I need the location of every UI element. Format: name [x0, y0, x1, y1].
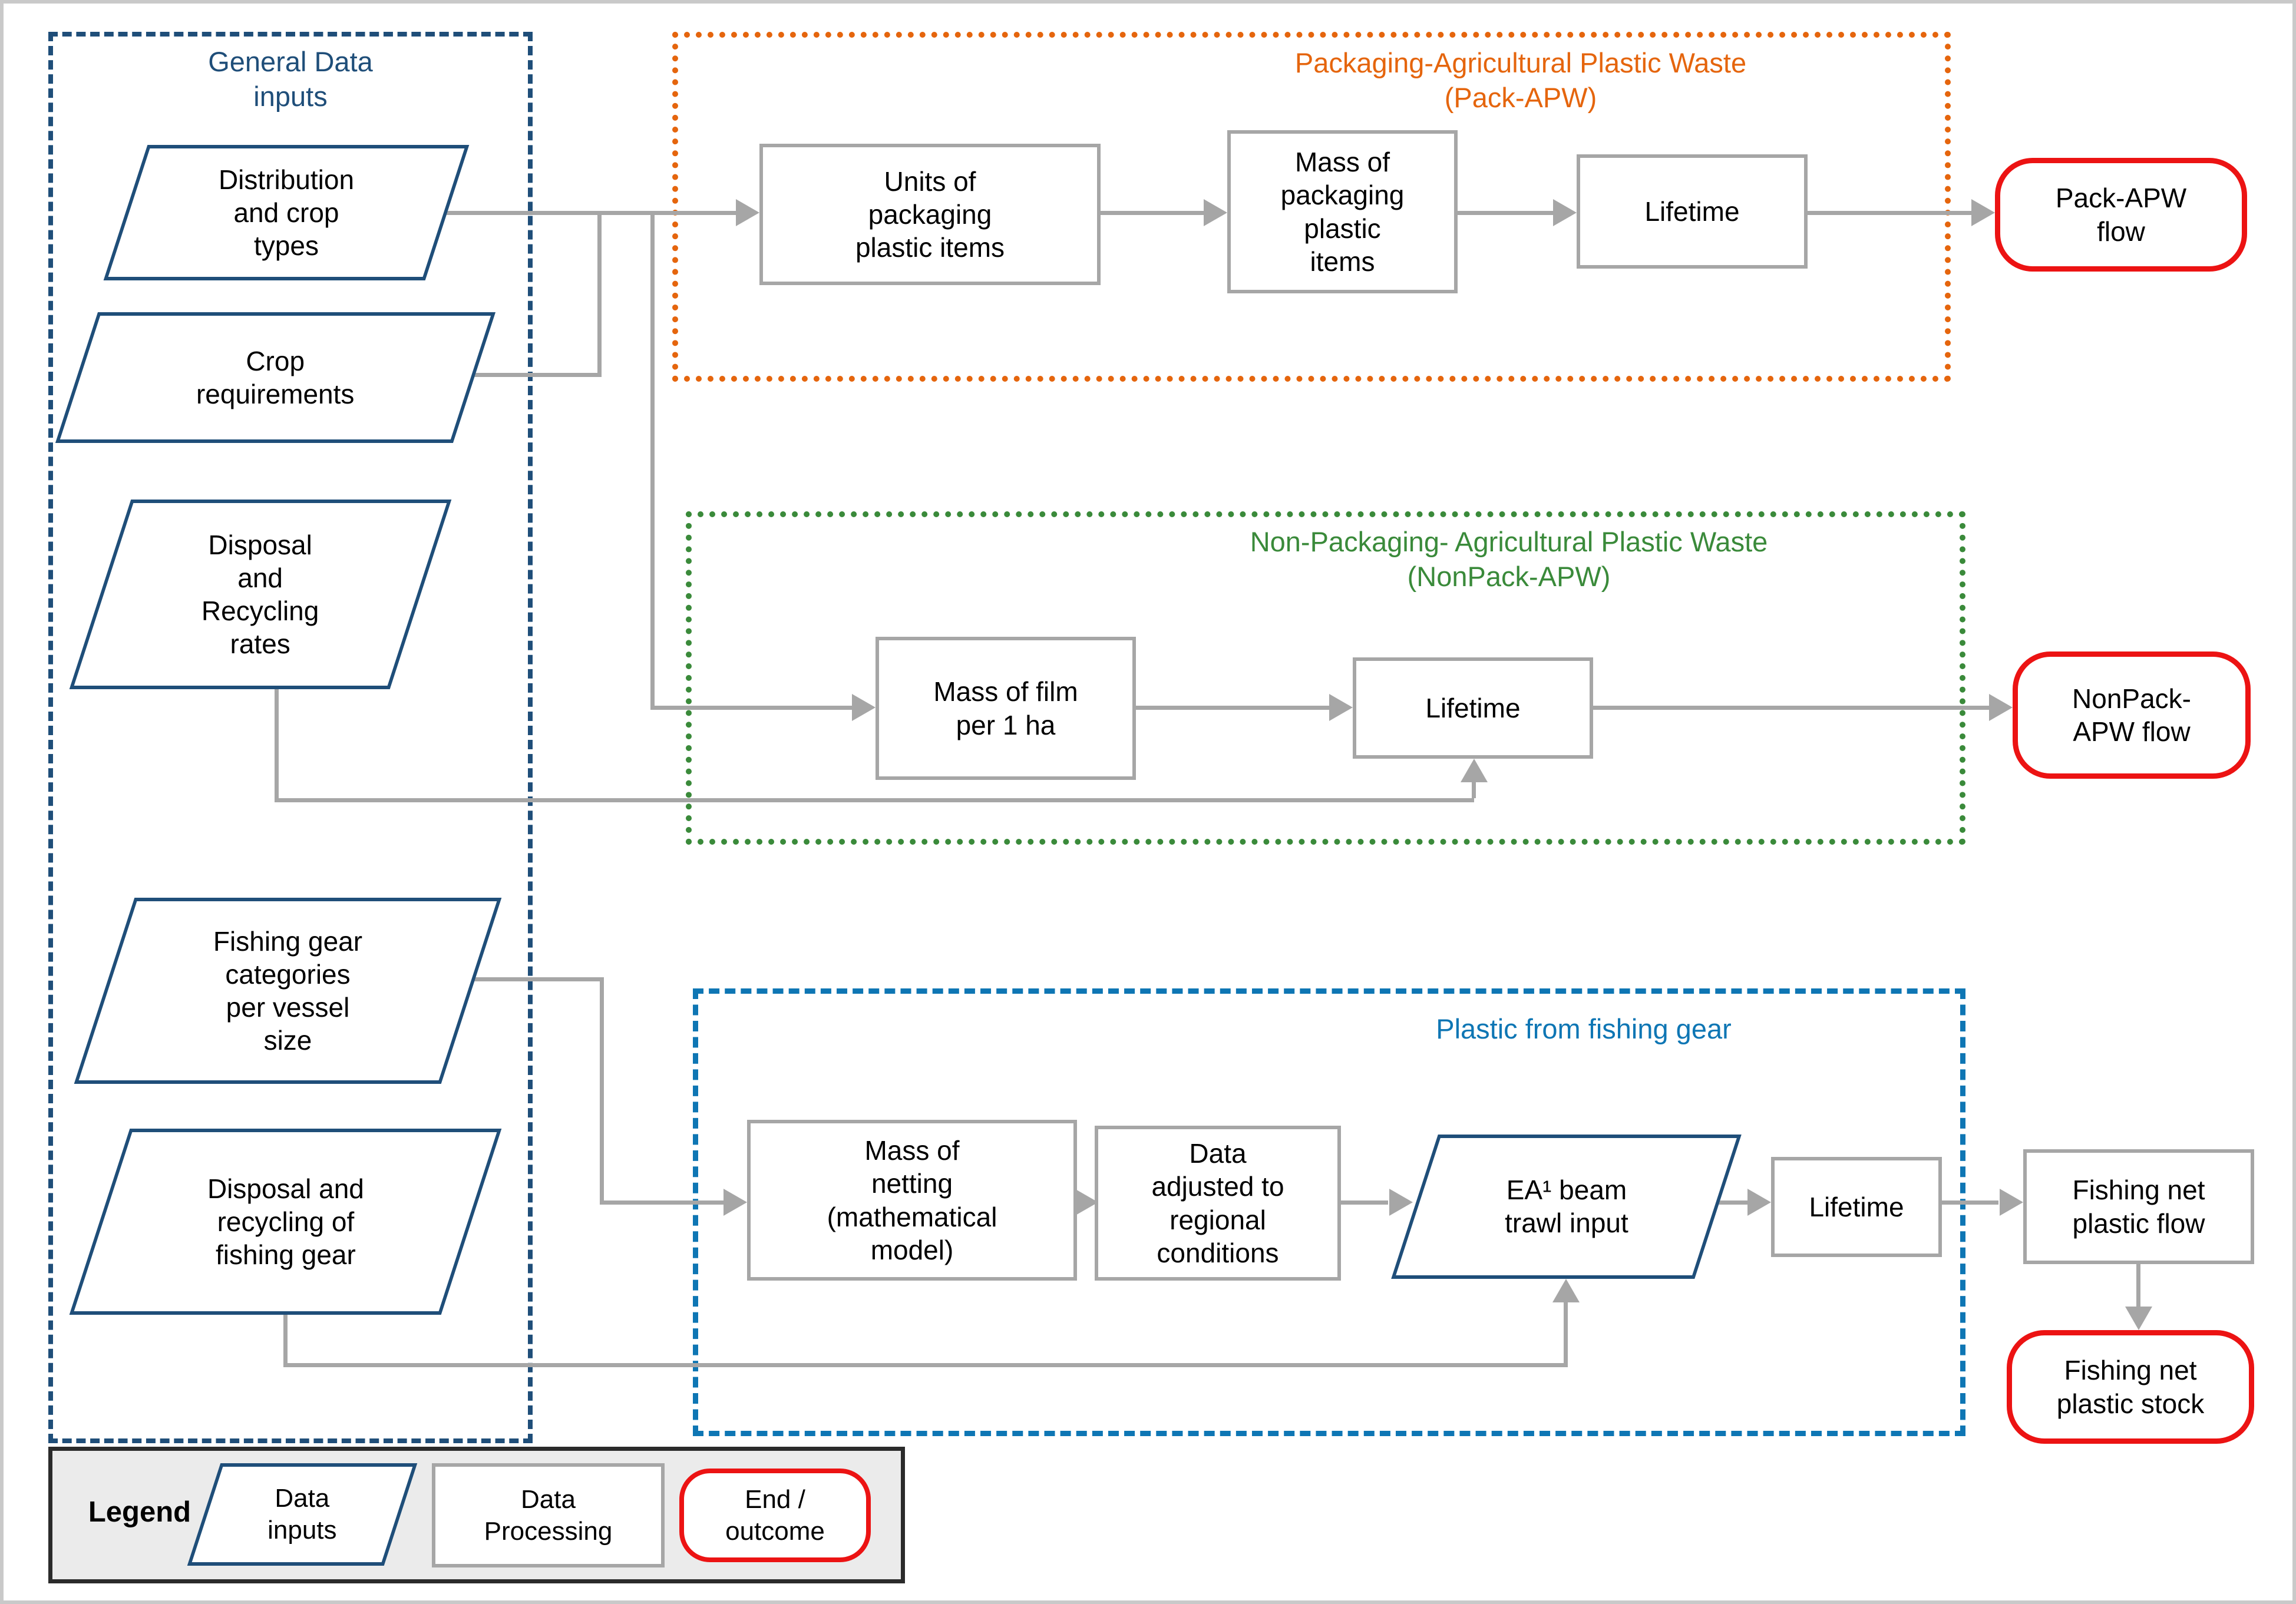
flow-arrow: [1075, 1189, 1098, 1216]
flow-line: [1136, 706, 1332, 710]
pack-apw-title: Packaging-Agricultural Plastic Waste (Pa…: [1294, 47, 1747, 113]
process-label: Lifetime: [1809, 1191, 1904, 1222]
flow-arrow: [1204, 199, 1227, 226]
outcome-label: Pack-APW flow: [2055, 183, 2187, 247]
flow-line: [275, 689, 279, 802]
flow-line: [1942, 1200, 1998, 1205]
flow-line: [1101, 211, 1206, 215]
flow-line: [472, 373, 600, 377]
fishing-gear-title: Plastic from fishing gear: [1436, 1013, 1732, 1044]
input-distribution-crop-types: Distribution and crop types: [103, 145, 470, 280]
legend-heading: Legend: [88, 1496, 191, 1528]
process-label: Data adjusted to regional conditions: [1151, 1138, 1284, 1268]
process-label: Mass of netting (mathematical model): [827, 1135, 997, 1265]
flow-line: [275, 798, 1474, 802]
outcome-fishing-net-plastic-stock: Fishing net plastic stock: [2007, 1330, 2254, 1444]
process-mass-of-packaging: Mass of packaging plastic items: [1227, 130, 1458, 293]
process-label: Lifetime: [1425, 692, 1521, 723]
legend-label: End / outcome: [725, 1484, 825, 1546]
process-label: Units of packaging plastic items: [855, 166, 1005, 263]
group-pack-apw: [672, 32, 1951, 382]
flow-line: [1458, 211, 1555, 215]
outcome-pack-apw-flow: Pack-APW flow: [1995, 158, 2247, 272]
process-mass-of-film: Mass of film per 1 ha: [876, 637, 1136, 780]
group-general-data-inputs: [48, 32, 533, 1443]
flow-arrow: [1971, 199, 1995, 226]
flow-line: [2136, 1264, 2140, 1308]
flow-arrow: [1389, 1189, 1413, 1216]
flow-line: [1564, 1302, 1568, 1367]
input-crop-requirements: Crop requirements: [55, 312, 496, 443]
process-units-of-packaging: Units of packaging plastic items: [759, 144, 1101, 285]
process-lifetime-nonpack: Lifetime: [1353, 657, 1593, 759]
flow-line: [445, 211, 737, 215]
input-label: Disposal and recycling of fishing gear: [207, 1173, 364, 1271]
flow-line: [283, 1363, 1568, 1367]
process-label: Fishing net plastic flow: [2072, 1175, 2205, 1239]
flow-line: [283, 1315, 288, 1367]
process-data-adjusted: Data adjusted to regional conditions: [1095, 1126, 1341, 1281]
legend-label: Data Processing: [484, 1484, 613, 1546]
input-disposal-recycling-fishing-gear: Disposal and recycling of fishing gear: [69, 1129, 502, 1315]
input-label: EA¹ beam trawl input: [1504, 1175, 1628, 1239]
input-fishing-gear-categories: Fishing gear categories per vessel size: [74, 898, 502, 1084]
flow-arrow: [1461, 759, 1488, 782]
process-mass-of-netting: Mass of netting (mathematical model): [747, 1120, 1077, 1281]
group-nonpack-apw: [686, 511, 1965, 845]
legend-data-inputs: Data inputs: [187, 1463, 418, 1566]
flow-line: [650, 706, 854, 710]
flow-arrow: [2125, 1307, 2152, 1330]
flow-line: [1593, 706, 1989, 710]
process-lifetime-fishing: Lifetime: [1771, 1157, 1942, 1257]
flow-arrow: [852, 694, 876, 721]
process-label: Lifetime: [1644, 196, 1740, 227]
legend-end-outcome: End / outcome: [679, 1469, 871, 1562]
process-label: Mass of packaging plastic items: [1280, 147, 1405, 277]
legend-label: Data inputs: [267, 1484, 337, 1545]
nonpack-apw-title: Non-Packaging- Agricultural Plastic Wast…: [1250, 526, 1768, 592]
input-label: Distribution and crop types: [218, 164, 355, 262]
outcome-label: NonPack- APW flow: [2072, 683, 2191, 747]
flow-line: [597, 213, 602, 377]
process-label: Mass of film per 1 ha: [933, 676, 1078, 740]
process-lifetime-pack: Lifetime: [1577, 154, 1808, 269]
outcome-label: Fishing net plastic stock: [2056, 1355, 2205, 1419]
flow-line: [1718, 1200, 1749, 1205]
general-data-inputs-title: General Data inputs: [208, 46, 373, 112]
process-fishing-net-plastic-flow: Fishing net plastic flow: [2023, 1149, 2254, 1264]
legend-data-processing: Data Processing: [432, 1463, 665, 1567]
flow-line: [469, 977, 604, 981]
flow-line: [650, 213, 655, 710]
input-label: Disposal and Recycling rates: [201, 529, 319, 660]
input-label: Fishing gear categories per vessel size: [213, 925, 363, 1056]
group-fishing-gear: [693, 988, 1965, 1436]
flow-arrow: [724, 1189, 747, 1216]
outcome-nonpack-apw-flow: NonPack- APW flow: [2013, 651, 2251, 779]
flow-line: [1808, 211, 1974, 215]
flow-line: [1472, 780, 1476, 798]
flow-arrow: [1329, 694, 1353, 721]
legend: Legend Data inputs Data Processing End /…: [48, 1447, 905, 1583]
flow-arrow: [1747, 1189, 1771, 1216]
input-label: Crop requirements: [196, 345, 355, 409]
input-ea-beam-trawl: EA¹ beam trawl input: [1391, 1135, 1742, 1279]
flow-arrow: [1553, 199, 1577, 226]
flow-arrow: [1552, 1279, 1580, 1302]
flow-line: [600, 977, 604, 1205]
flow-arrow: [1989, 694, 2013, 721]
flow-line: [600, 1200, 725, 1205]
flow-line: [1341, 1200, 1388, 1205]
input-disposal-recycling-rates: Disposal and Recycling rates: [69, 500, 452, 689]
flow-arrow: [736, 199, 759, 226]
flow-arrow: [2000, 1189, 2023, 1216]
